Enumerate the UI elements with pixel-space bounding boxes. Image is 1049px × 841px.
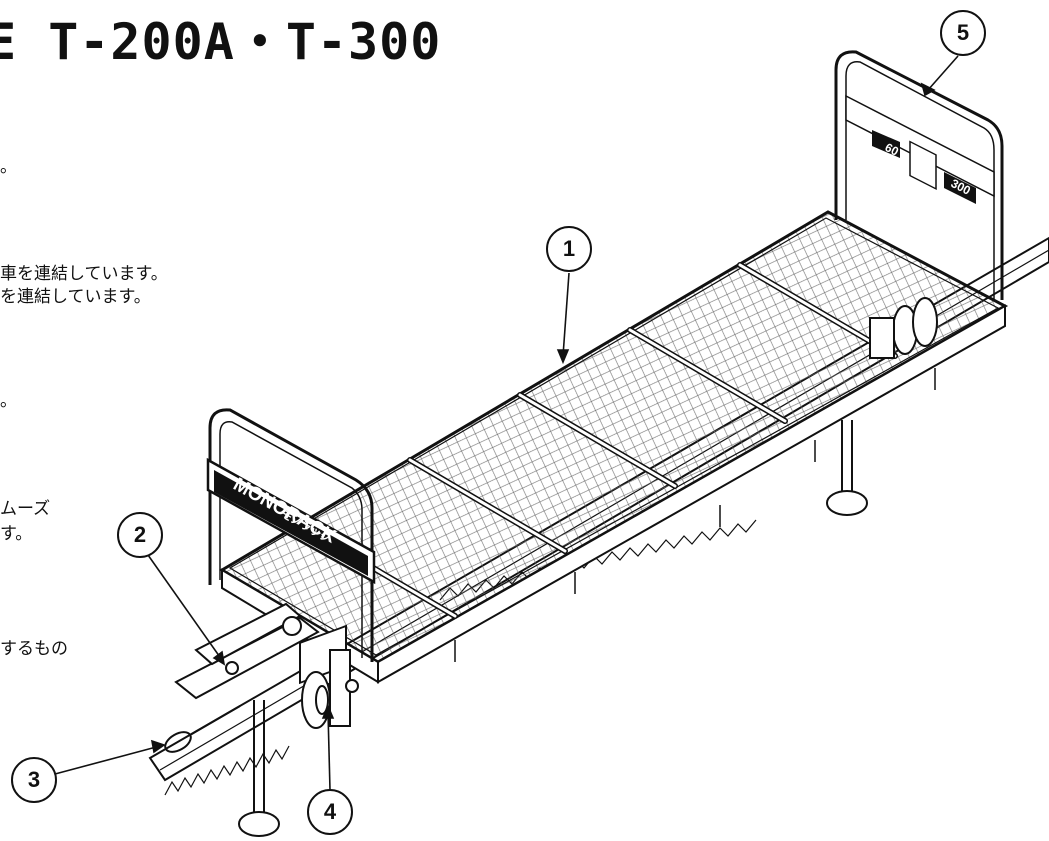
text-fragment: を連結しています。 bbox=[0, 287, 151, 307]
support-leg bbox=[826, 420, 868, 516]
leader-lines bbox=[54, 55, 959, 791]
rear-warning-panel: 60 300 bbox=[872, 130, 976, 204]
callout-5: 5 bbox=[940, 10, 986, 56]
callout-4: 4 bbox=[307, 789, 353, 835]
text-fragment: 。 bbox=[0, 157, 17, 177]
panel-label-left: 60 bbox=[883, 140, 902, 159]
callout-2: 2 bbox=[117, 512, 163, 558]
support-leg bbox=[238, 700, 280, 837]
model-title: E T-200A・T-300 bbox=[0, 13, 442, 71]
guide-wheel bbox=[301, 649, 359, 729]
callout-3: 3 bbox=[11, 757, 57, 803]
text-fragment: 。 bbox=[0, 391, 17, 411]
text-fragment: す。 bbox=[0, 524, 33, 544]
text-fragment: ムーズ bbox=[0, 499, 51, 519]
text-fragment: 車を連結しています。 bbox=[0, 264, 168, 284]
front-handle-frame bbox=[208, 408, 374, 662]
text-fragment: するもの bbox=[0, 639, 68, 659]
callout-1: 1 bbox=[546, 226, 592, 272]
hanger-bolts bbox=[454, 368, 936, 662]
wire-rope bbox=[164, 705, 241, 753]
cargo-bed bbox=[219, 210, 1009, 684]
rear-wheel-assembly bbox=[869, 297, 938, 359]
